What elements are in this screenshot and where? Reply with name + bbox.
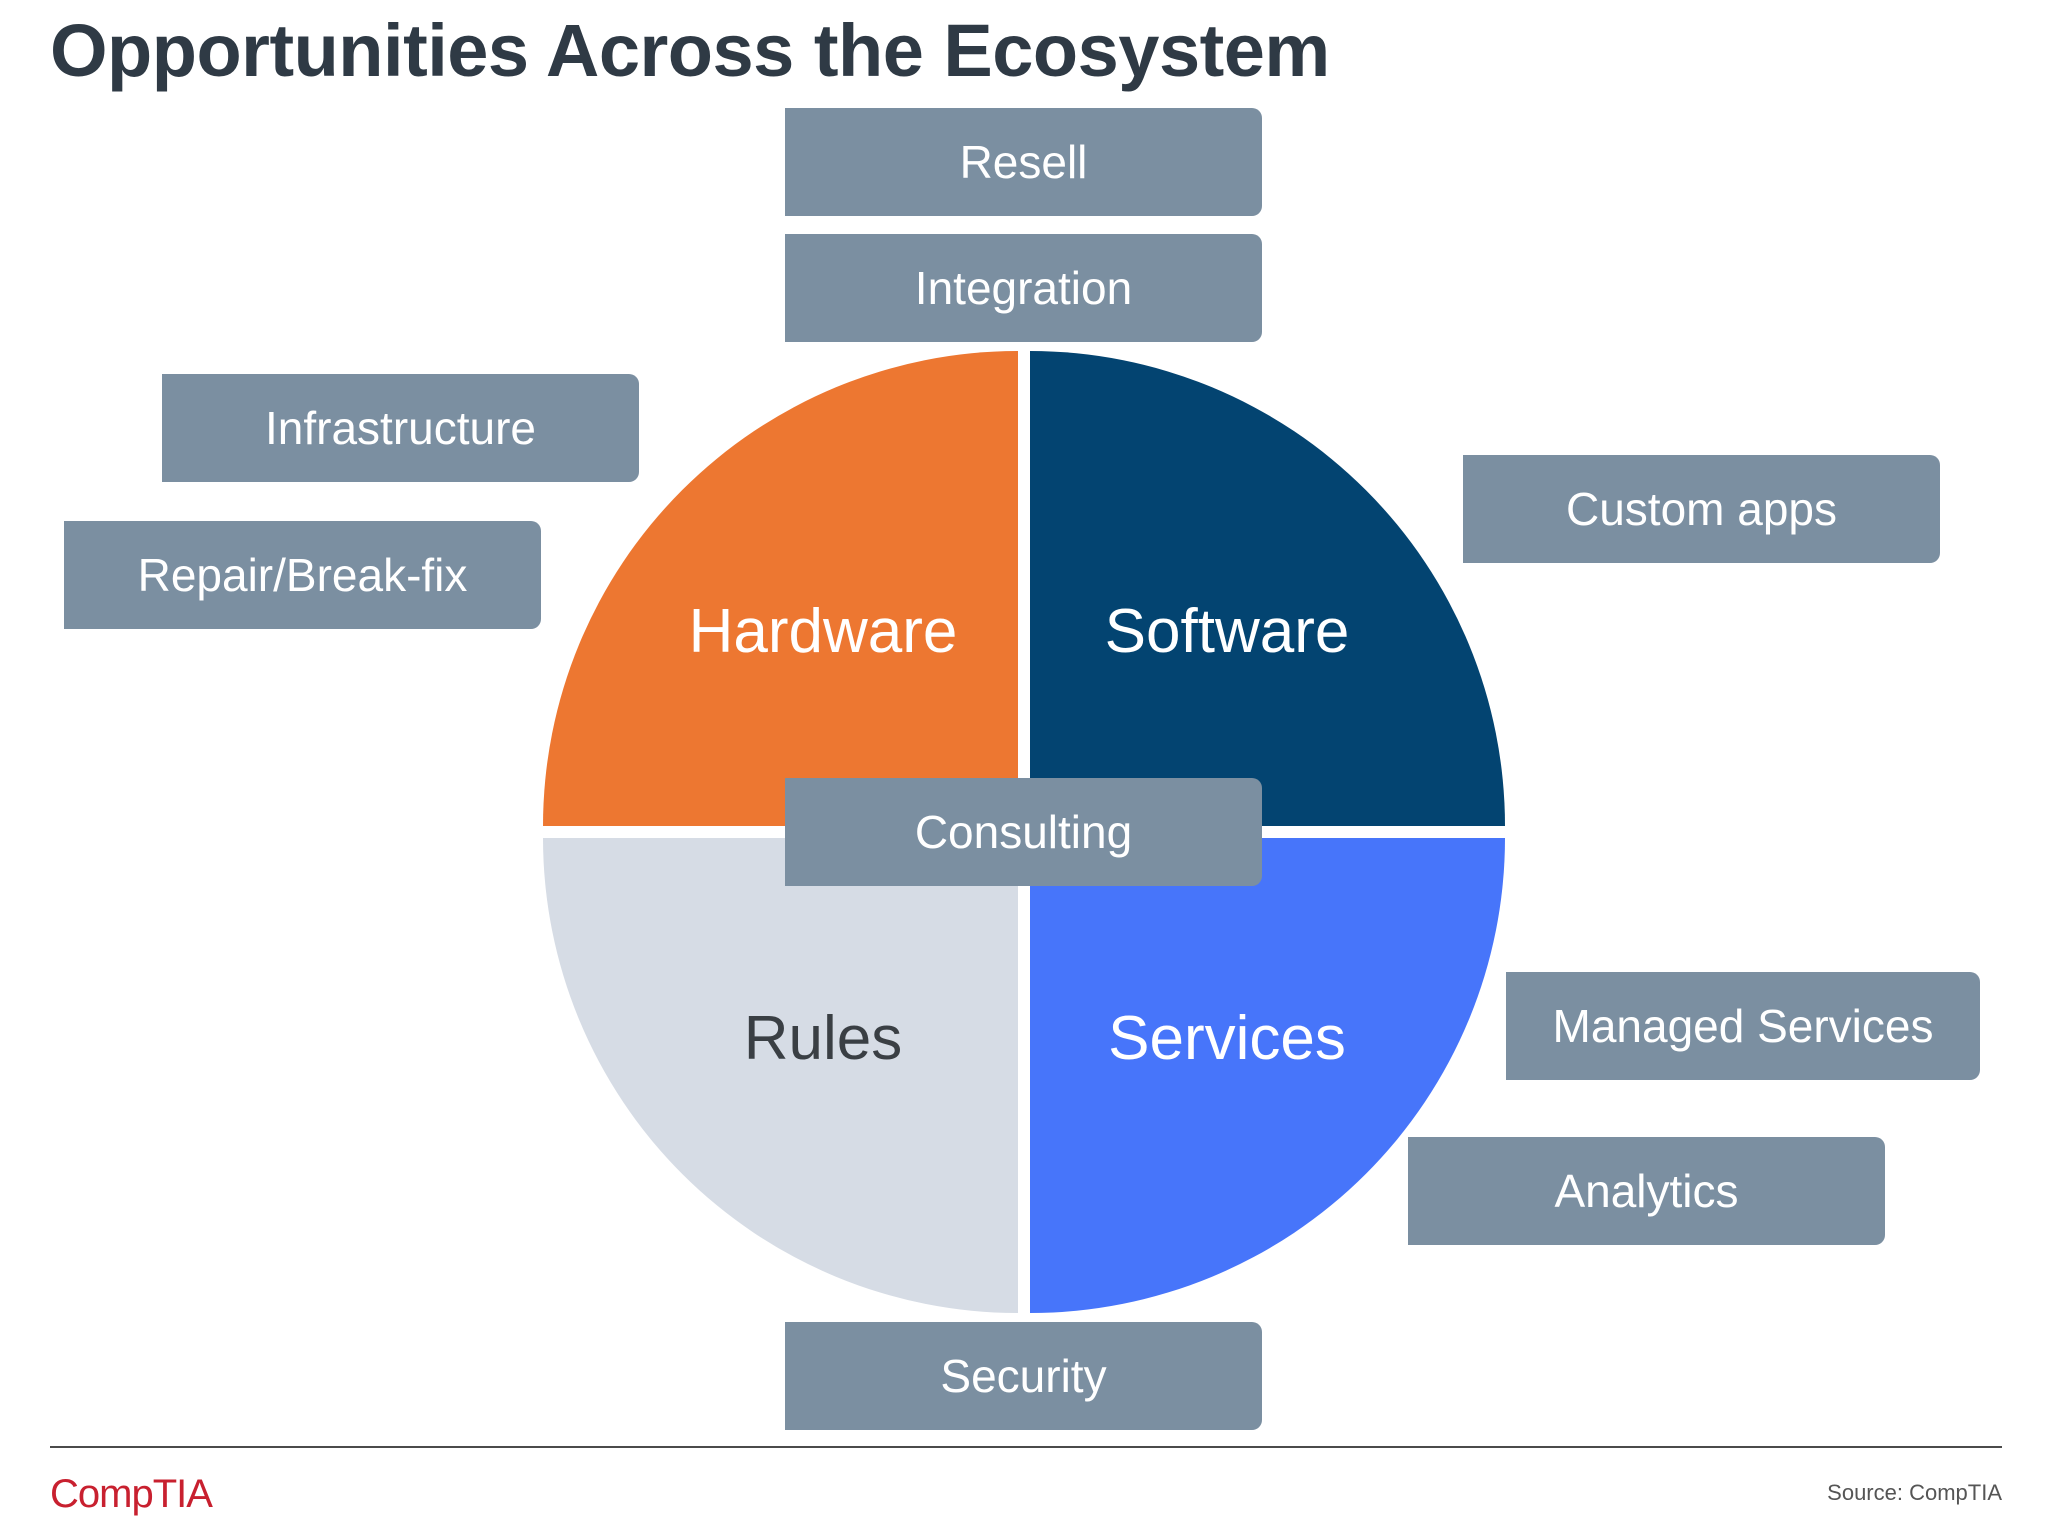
quadrant-hardware xyxy=(543,351,1018,826)
quadrant-services xyxy=(1030,838,1505,1313)
comptia-logo: CompTIA xyxy=(50,1472,213,1516)
resell-box: Resell xyxy=(785,108,1262,216)
page-title: Opportunities Across the Ecosystem xyxy=(50,9,1330,92)
quadrant-rules xyxy=(543,838,1018,1313)
repair-box: Repair/Break-fix xyxy=(64,521,541,629)
infrastructure-box: Infrastructure xyxy=(162,374,639,482)
software-label: Software xyxy=(1104,597,1350,666)
consulting-box: Consulting xyxy=(785,778,1262,886)
quadrant-software xyxy=(1030,351,1505,826)
services-label: Services xyxy=(1108,1004,1346,1073)
hardware-label: Hardware xyxy=(688,597,958,666)
rules-label: Rules xyxy=(743,1004,903,1073)
integration-box: Integration xyxy=(785,234,1262,342)
source-note: Source: CompTIA xyxy=(1827,1480,2002,1505)
security-box: Security xyxy=(785,1322,1262,1430)
custom-apps-box: Custom apps xyxy=(1463,455,1940,563)
managed-services-box: Managed Services xyxy=(1506,972,1980,1080)
analytics-box: Analytics xyxy=(1408,1137,1885,1245)
footer-divider xyxy=(50,1446,2002,1448)
